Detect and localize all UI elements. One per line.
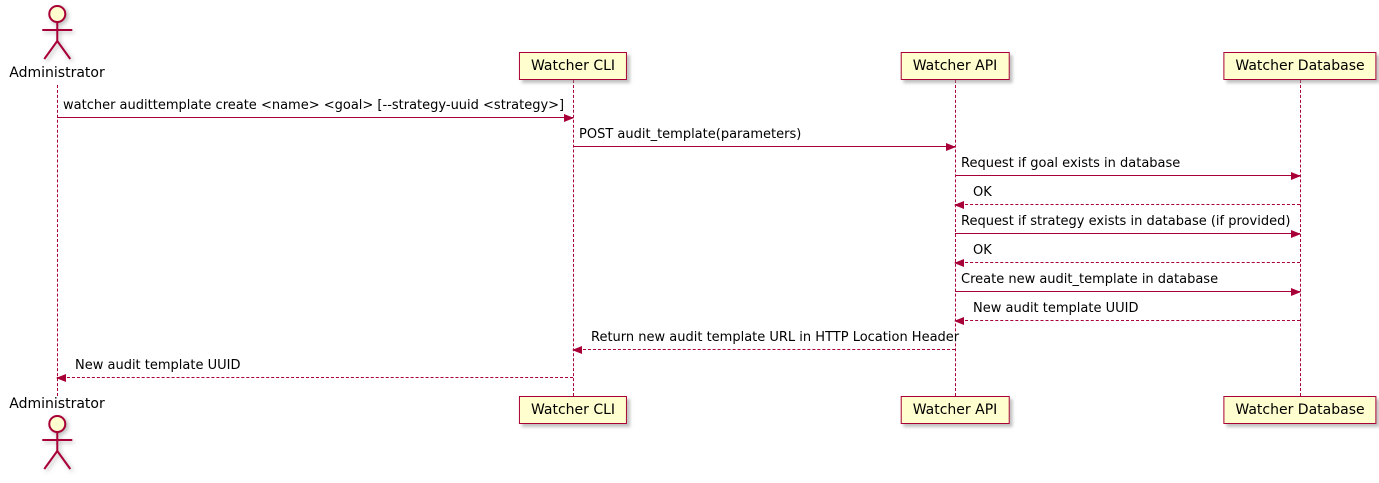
- message-create-audit-template-db: Create new audit_template in database: [955, 272, 1301, 296]
- message-ok-goal: OK: [954, 185, 1300, 209]
- participant-watcher-cli-top: Watcher CLI: [518, 52, 628, 80]
- participant-watcher-database-bottom: Watcher Database: [1223, 396, 1377, 424]
- arrow-left: [954, 316, 1300, 325]
- arrow-right: [573, 142, 956, 151]
- message-label: POST audit_template(parameters): [579, 127, 802, 142]
- actor-label: Administrator: [9, 396, 105, 412]
- message-ok-strategy: OK: [954, 243, 1300, 267]
- lifeline-administrator: [57, 85, 58, 396]
- participant-watcher-api-bottom: Watcher API: [900, 396, 1010, 424]
- actor-label: Administrator: [9, 65, 105, 81]
- participant-watcher-cli-bottom: Watcher CLI: [518, 396, 628, 424]
- message-request-goal-exists: Request if goal exists in database: [955, 156, 1301, 180]
- lifeline-watcher-database: [1300, 80, 1301, 396]
- actor-icon: [42, 5, 72, 60]
- actor-administrator-top: Administrator: [9, 4, 105, 81]
- message-label: Request if goal exists in database: [961, 156, 1181, 171]
- message-create-audittemplate-cli: watcher audittemplate create <name> <goa…: [57, 98, 574, 122]
- message-label: New audit template UUID: [973, 301, 1139, 316]
- arrow-right: [955, 229, 1301, 238]
- actor-administrator-bottom: Administrator: [9, 396, 105, 472]
- message-new-uuid-admin: New audit template UUID: [56, 358, 573, 382]
- arrow-left: [954, 200, 1300, 209]
- message-new-uuid-db: New audit template UUID: [954, 301, 1300, 325]
- lifeline-watcher-cli: [573, 80, 574, 396]
- lifeline-watcher-api: [955, 80, 956, 396]
- message-label: Create new audit_template in database: [961, 272, 1219, 287]
- arrow-right: [57, 113, 574, 122]
- participant-watcher-api-top: Watcher API: [900, 52, 1010, 80]
- message-label: Request if strategy exists in database (…: [961, 214, 1291, 229]
- message-label: New audit template UUID: [75, 358, 241, 373]
- message-label: watcher audittemplate create <name> <goa…: [63, 98, 565, 113]
- arrow-left: [954, 258, 1300, 267]
- message-request-strategy-exists: Request if strategy exists in database (…: [955, 214, 1301, 238]
- arrow-right: [955, 171, 1301, 180]
- actor-icon: [42, 415, 72, 470]
- message-post-audit-template: POST audit_template(parameters): [573, 127, 956, 151]
- participant-watcher-database-top: Watcher Database: [1223, 52, 1377, 80]
- arrow-left: [572, 345, 955, 354]
- message-label: OK: [973, 185, 992, 200]
- arrow-right: [955, 287, 1301, 296]
- message-label: OK: [973, 243, 992, 258]
- message-label: Return new audit template URL in HTTP Lo…: [591, 330, 960, 345]
- arrow-left: [56, 373, 573, 382]
- message-return-url-location-header: Return new audit template URL in HTTP Lo…: [572, 330, 960, 354]
